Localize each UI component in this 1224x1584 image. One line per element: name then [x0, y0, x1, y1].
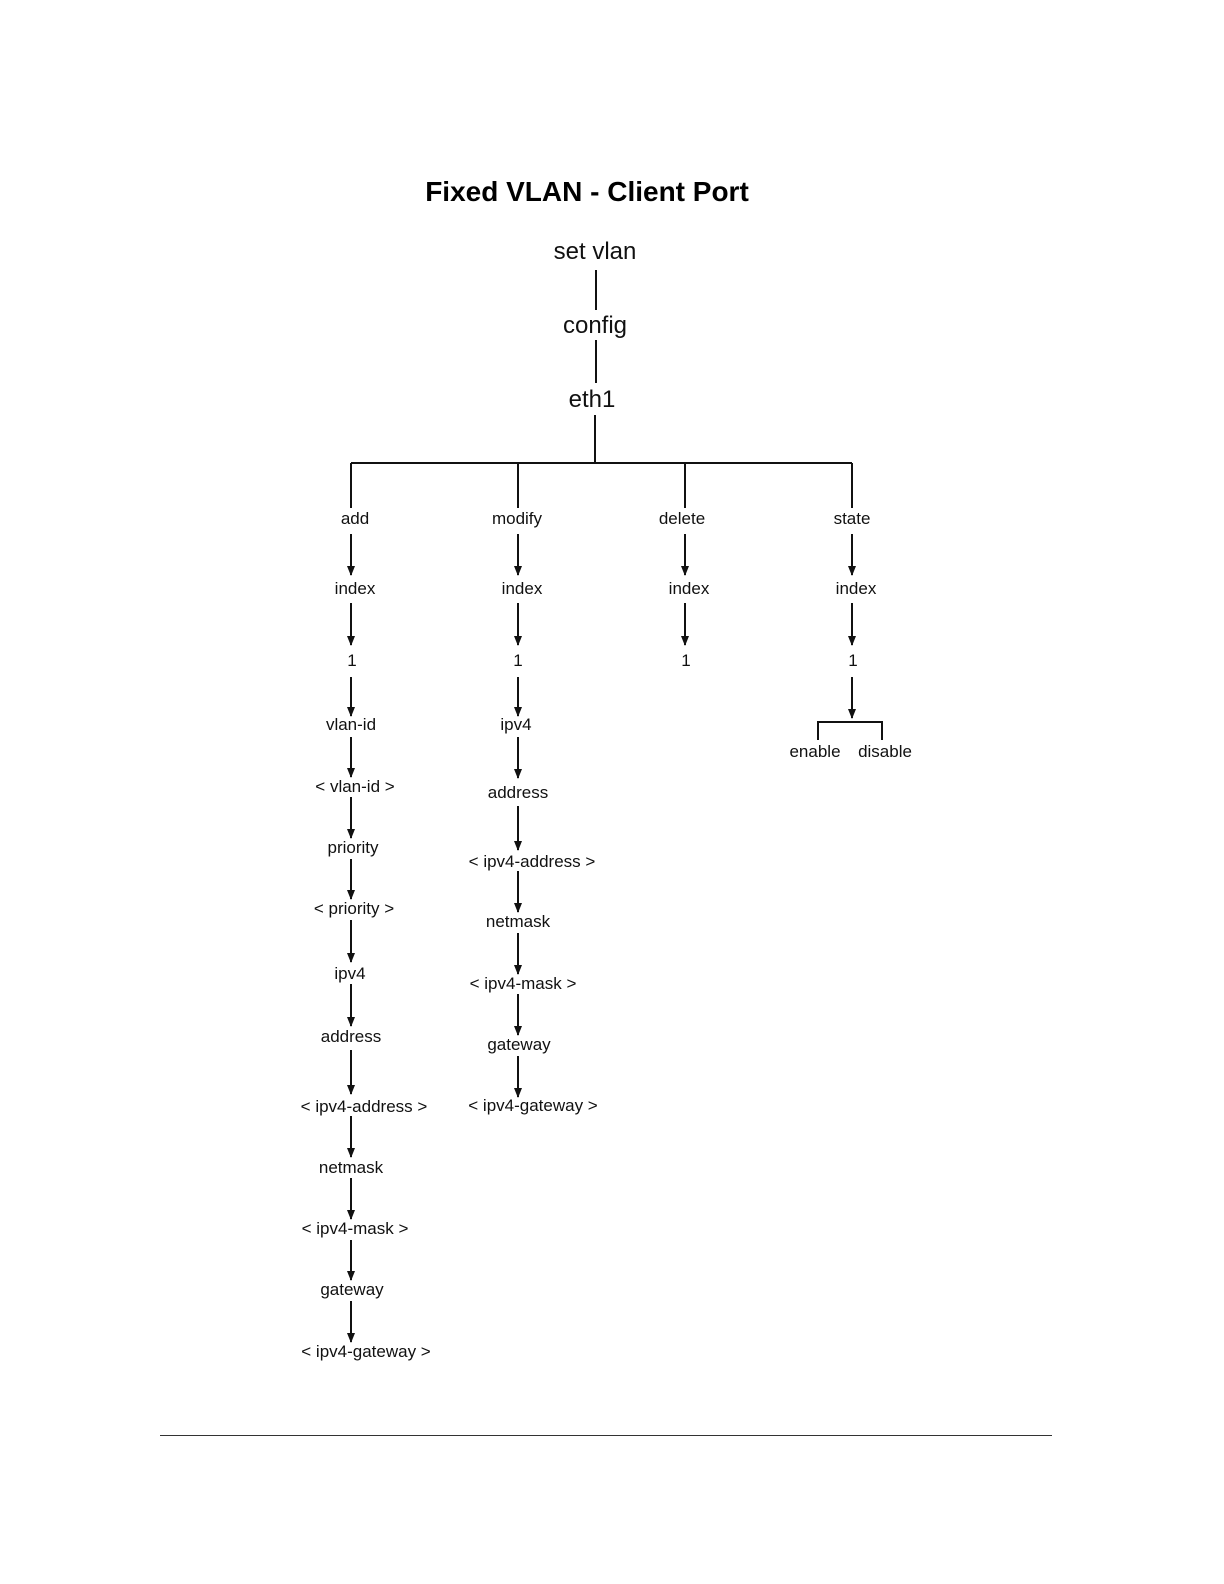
state-option-enable: enable — [789, 742, 840, 761]
state-node: index — [836, 579, 877, 598]
footer-rule — [160, 1435, 1052, 1436]
add-node: < ipv4-gateway > — [301, 1342, 431, 1361]
modify-node: index — [502, 579, 543, 598]
add-node: index — [335, 579, 376, 598]
delete-node: index — [669, 579, 710, 598]
add-node: < vlan-id > — [315, 777, 394, 796]
delete-node: delete — [659, 509, 705, 528]
add-node: < priority > — [314, 899, 394, 918]
add-node: address — [321, 1027, 381, 1046]
state-node: state — [834, 509, 871, 528]
add-node: ipv4 — [334, 964, 365, 983]
trunk-node-eth1: eth1 — [569, 386, 616, 413]
modify-node: address — [488, 783, 548, 802]
modify-node: gateway — [487, 1035, 551, 1054]
modify-node: < ipv4-address > — [469, 852, 596, 871]
modify-node: < ipv4-gateway > — [468, 1096, 598, 1115]
modify-node: modify — [492, 509, 543, 528]
add-node: 1 — [347, 651, 356, 670]
page-title: Fixed VLAN - Client Port — [425, 176, 749, 207]
trunk-node-config: config — [563, 312, 627, 339]
add-node: priority — [327, 838, 379, 857]
modify-node: < ipv4-mask > — [470, 974, 577, 993]
add-node: < ipv4-mask > — [302, 1219, 409, 1238]
modify-node: netmask — [486, 912, 551, 931]
add-node: gateway — [320, 1280, 384, 1299]
option-bracket — [817, 721, 883, 740]
add-node: add — [341, 509, 369, 528]
state-node: 1 — [848, 651, 857, 670]
add-node: < ipv4-address > — [301, 1097, 428, 1116]
delete-node: 1 — [681, 651, 690, 670]
add-node: netmask — [319, 1158, 384, 1177]
add-node: vlan-id — [326, 715, 376, 734]
state-option-disable: disable — [858, 742, 912, 761]
trunk-node-set-vlan: set vlan — [554, 238, 637, 265]
modify-node: 1 — [513, 651, 522, 670]
modify-node: ipv4 — [500, 715, 531, 734]
